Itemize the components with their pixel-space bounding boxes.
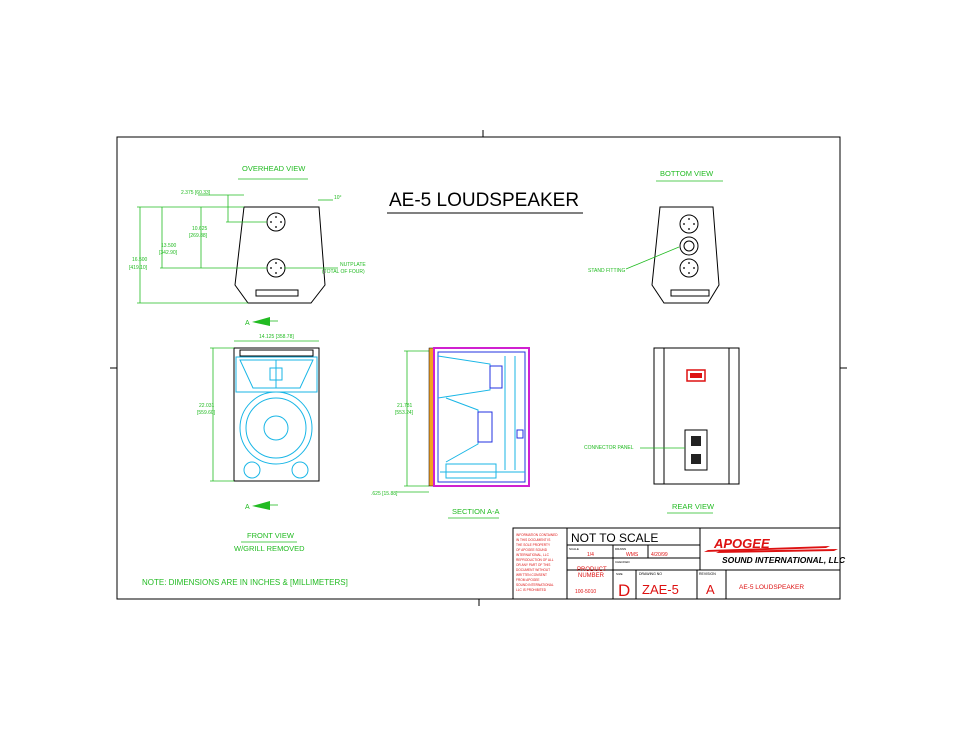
section-port (445, 463, 497, 479)
confidential-line: OF APOGEE SOUND (516, 548, 548, 552)
dim-16500-mm: [419.10] (129, 265, 148, 271)
product-number-label: NUMBER (578, 573, 605, 579)
company-logo: APOGEE SOUND INTERNATIONAL, LLC (704, 536, 846, 565)
scale-label: SCALE (569, 547, 579, 551)
dim-10625-mm: [269.88] (189, 233, 208, 239)
drawing-no: ZAE-5 (642, 582, 679, 597)
dim-10deg: 10° (334, 195, 342, 201)
section-mark-top: A (245, 320, 250, 327)
revision-value: A (706, 582, 715, 597)
stand-fitting-inner (683, 240, 695, 252)
not-to-scale: NOT TO SCALE (571, 531, 658, 545)
rear-cabinet-outline (653, 347, 740, 485)
confidential-line: SOUND INTERNATIONAL (516, 583, 554, 587)
drawn-by: WMS (626, 552, 639, 558)
overhead-view: OVERHEAD VIEW 2.375 [60.33] 10° 10.625 [… (129, 164, 366, 304)
dim-22031: 22.031 (199, 403, 215, 409)
overhead-view-label: OVERHEAD VIEW (242, 164, 306, 173)
drawn-date: 4/20/99 (651, 552, 668, 558)
confidential-line: LLC IS PROHIBITED (516, 588, 547, 592)
confidential-line: OR ANY PART OF THIS (516, 563, 550, 567)
stand-fitting-callout: STAND FITTING (588, 268, 626, 274)
horn-throat (269, 367, 283, 381)
section-horn (437, 355, 491, 399)
checked-label: CHECKED (615, 560, 631, 564)
front-view: A 14.125 [358.78] 22.031 [559.60] A FRON… (197, 317, 320, 553)
woofer-cone (245, 397, 307, 459)
port-icon (243, 461, 261, 479)
dim-21781: 21.781 (397, 403, 413, 409)
port-icon (291, 461, 309, 479)
confidential-line: INFORMATION CONTAINED (516, 533, 558, 537)
dim-10625: 10.625 (192, 226, 208, 232)
section-woofer (445, 397, 479, 463)
confidential-line: IN THIS DOCUMENT IS (516, 538, 550, 542)
confidential-line: THE SOLE PROPERTY (516, 543, 551, 547)
product-number-label: PRODUCT (577, 567, 607, 573)
size-label: SIZE (616, 572, 623, 576)
section-magnet (477, 411, 493, 443)
confidential-line: WRITTEN CONSENT (516, 573, 547, 577)
front-view-label: FRONT VIEW (247, 531, 295, 540)
connector-panel-callout: CONNECTOR PANEL (584, 445, 634, 451)
dimension-note: NOTE: DIMENSIONS ARE IN INCHES & [MILLIM… (142, 578, 348, 587)
bottom-handle (670, 289, 710, 297)
section-driver (489, 365, 503, 389)
nutplate-icon (266, 258, 286, 278)
confidential-notice: INFORMATION CONTAINED IN THIS DOCUMENT I… (516, 533, 558, 592)
dim-0625: .625 [15.88] (371, 491, 398, 497)
section-view-label: SECTION A-A (452, 507, 500, 516)
front-top-brace (239, 349, 314, 357)
logo-wordmark: APOGEE (713, 536, 770, 551)
dim-16500: 16.500 (132, 257, 148, 263)
dim-13500: 13.500 (161, 243, 177, 249)
logo-subtext: SOUND INTERNATIONAL, LLC (722, 555, 846, 565)
rear-view-label: REAR VIEW (672, 502, 715, 511)
dim-21781-mm: [553.24] (395, 410, 414, 416)
title-block: INFORMATION CONTAINED IN THIS DOCUMENT I… (512, 527, 846, 600)
nutplate-callout: NUTPLATE (340, 262, 366, 268)
woofer-dustcap (263, 415, 289, 441)
drawing-title: AE-5 LOUDSPEAKER (389, 190, 579, 211)
woofer-icon (239, 391, 313, 465)
nutplate-icon (266, 212, 286, 232)
drawn-label: DRAWN (615, 547, 626, 551)
description: AE-5 LOUDSPEAKER (739, 584, 804, 591)
confidential-line: REPRODUCTION OF ALL (516, 558, 554, 562)
section-cabinet (433, 347, 530, 487)
overhead-handle (255, 289, 299, 297)
dim-13500-mm: [342.90] (159, 250, 178, 256)
connector-panel-icon (684, 429, 708, 471)
section-arrow-icon (252, 317, 270, 326)
scale-value: 1/4 (587, 552, 594, 558)
overhead-cabinet-outline (234, 206, 326, 304)
horn-flare (239, 359, 314, 389)
nutplate-callout-count: (TOTAL OF FOUR) (322, 269, 365, 275)
dim-2375: 2.375 [60.33] (181, 190, 211, 196)
revision-label: REVISION (699, 572, 716, 576)
confidential-line: FROM APOGEE (516, 578, 540, 582)
rear-view: CONNECTOR PANEL REAR VIEW (584, 347, 740, 514)
front-view-sublabel: W/GRILL REMOVED (234, 544, 305, 553)
drawing-no-label: DRAWING NO (639, 572, 662, 576)
confidential-line: DOCUMENT WITHOUT (516, 568, 550, 572)
section-arrow-icon (252, 501, 270, 510)
dim-14125: 14.125 [358.78] (259, 334, 294, 340)
section-view: 21.781 [553.24] .625 [15.88] SECTION A-A (371, 347, 530, 519)
bottom-view: BOTTOM VIEW STAND FITTING (588, 169, 723, 304)
size-value: D (618, 581, 630, 600)
stand-fitting-icon (679, 236, 699, 256)
nutplate-icon (679, 258, 699, 278)
bottom-cabinet-outline (651, 206, 720, 304)
nutplate-icon (679, 214, 699, 234)
front-cabinet-outline (233, 347, 320, 482)
confidential-line: INTERNATIONAL, LLC (516, 553, 550, 557)
dim-22031-mm: [559.60] (197, 410, 216, 416)
section-inner (437, 351, 526, 483)
bottom-view-label: BOTTOM VIEW (660, 169, 714, 178)
product-number: 100-5010 (575, 589, 596, 595)
section-mark-bottom: A (245, 504, 250, 511)
